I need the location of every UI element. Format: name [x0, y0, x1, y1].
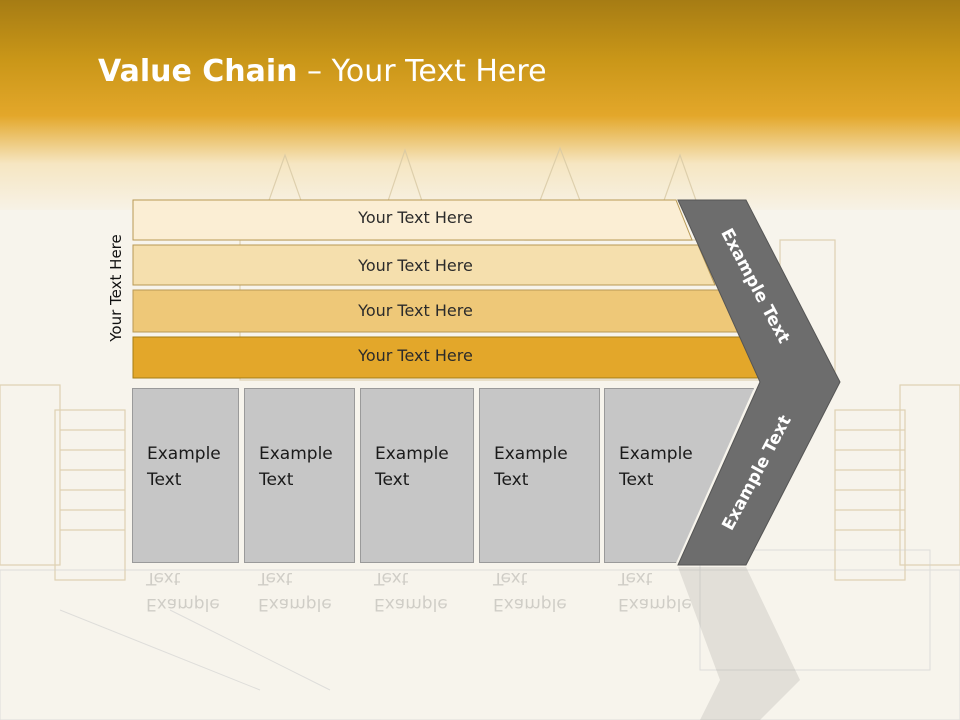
title-bold: Value Chain — [98, 54, 298, 89]
chevron-reflection — [678, 567, 800, 720]
band-4-label: Your Text Here — [358, 346, 473, 365]
band-1 — [132, 199, 693, 241]
band-2-label: Your Text Here — [358, 256, 473, 275]
background-architecture-sketch — [0, 146, 960, 720]
chevron — [677, 199, 841, 566]
band-1-label: Your Text Here — [358, 208, 473, 227]
band-2 — [132, 244, 716, 286]
title-rest: – Your Text Here — [297, 54, 547, 89]
slide-title: Value Chain – Your Text Here — [98, 54, 547, 89]
header-band — [0, 0, 960, 210]
band-3-label: Your Text Here — [358, 301, 473, 320]
